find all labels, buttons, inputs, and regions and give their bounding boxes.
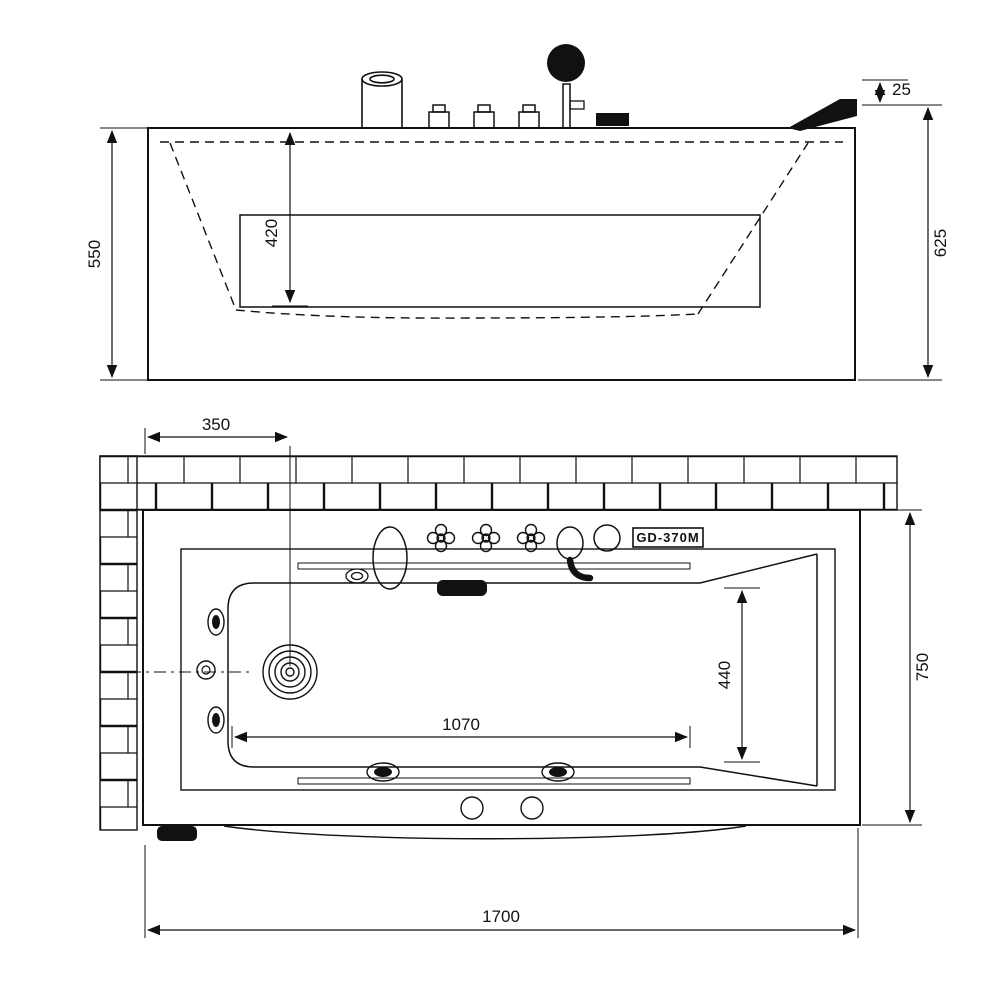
side-tub-outline xyxy=(147,127,856,381)
bottom-knob-left xyxy=(460,796,484,820)
front-apron-curve xyxy=(223,825,747,840)
hand-shower-icon xyxy=(556,526,594,582)
dim-height-550: 550 xyxy=(85,127,150,381)
dim-750-label: 750 xyxy=(913,653,932,681)
plan-basin xyxy=(227,553,818,787)
dim-depth-420: 420 xyxy=(262,131,308,307)
control-block-icon xyxy=(596,113,629,126)
faucet-spout-icon xyxy=(361,71,403,128)
dim-headrest-25: 25 xyxy=(862,79,942,106)
dim-440-label: 440 xyxy=(715,661,734,689)
model-label: GD-370M xyxy=(632,527,704,548)
model-label-text: GD-370M xyxy=(636,530,699,545)
plan-deck-rim xyxy=(180,548,836,791)
side-jets xyxy=(196,608,225,734)
bottom-knob-right xyxy=(520,796,544,820)
wall-left xyxy=(99,455,138,831)
plan-view: GD-370M xyxy=(99,415,932,938)
dim-offset-350: 350 xyxy=(144,415,289,454)
dim-length-1700: 1700 xyxy=(144,828,859,938)
dim-1700-label: 1700 xyxy=(482,907,520,926)
dim-420-label: 420 xyxy=(262,219,281,247)
valve-handles-icon xyxy=(428,104,540,129)
dim-inner-width-440: 440 xyxy=(715,587,760,763)
dim-25-label: 25 xyxy=(892,80,911,99)
side-basin-hidden-profile xyxy=(160,141,843,319)
dim-625-label: 625 xyxy=(931,229,950,257)
side-view: 550 420 25 625 xyxy=(85,44,950,381)
dim-inner-length-1070: 1070 xyxy=(231,715,691,748)
tap-handles-icon xyxy=(426,523,546,553)
deck-strip-top xyxy=(297,562,691,570)
wall-top xyxy=(99,455,898,511)
bottom-jets xyxy=(366,762,575,782)
foot-block xyxy=(157,826,197,841)
deck-pillow-oval xyxy=(372,526,408,590)
deck-strip-bottom xyxy=(297,777,691,785)
shower-handle-icon xyxy=(547,44,585,129)
round-control-icon xyxy=(593,524,621,552)
plan-tub-outline xyxy=(142,509,861,826)
side-apron-panel xyxy=(239,214,761,308)
dim-350-label: 350 xyxy=(202,415,230,434)
dim-overall-height-625: 625 xyxy=(858,106,950,381)
headrest-side xyxy=(788,99,857,131)
dim-550-label: 550 xyxy=(85,240,104,268)
dim-1070-label: 1070 xyxy=(442,715,480,734)
deck-small-jet xyxy=(345,568,369,584)
deck-grip-bar xyxy=(437,580,487,596)
dim-width-750: 750 xyxy=(862,509,932,826)
